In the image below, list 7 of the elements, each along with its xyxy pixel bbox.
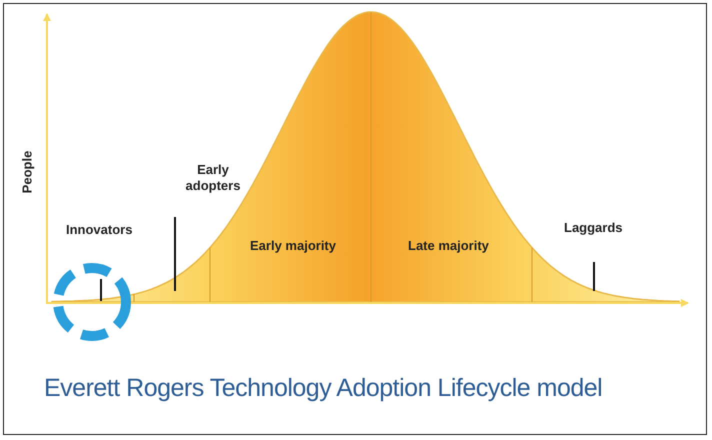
segment-label: Innovators [66,222,132,238]
caption: Everett Rogers Technology Adoption Lifecycle model [44,374,602,403]
axis-title: People [19,150,36,194]
segment-label: Early majority [250,238,336,254]
segment-label: Laggards [564,220,623,236]
segment-label: Early adopters [184,162,242,194]
segment-label: Late majority [408,238,489,254]
